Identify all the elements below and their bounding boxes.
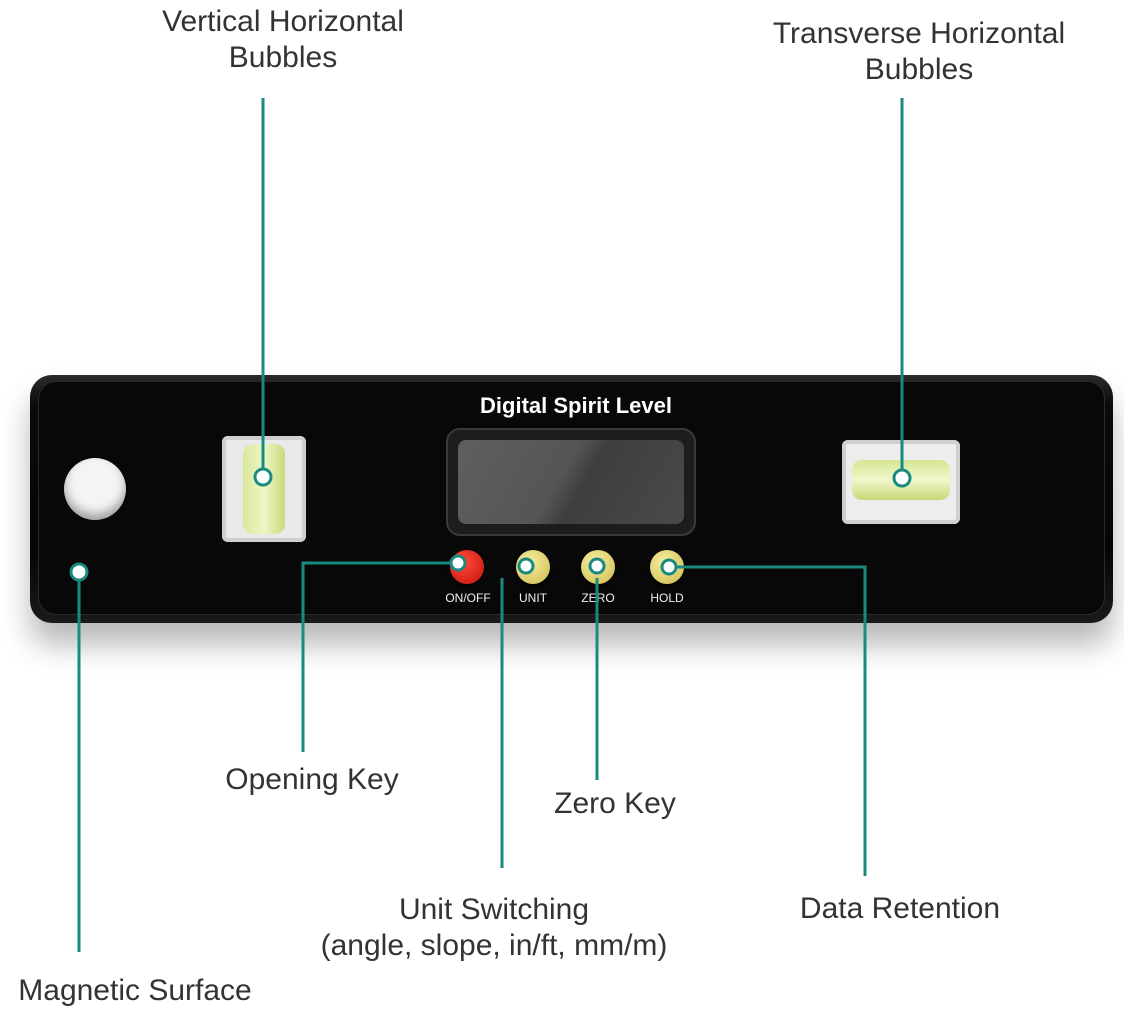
callout-unit-switching-line2: (angle, slope, in/ft, mm/m) <box>320 929 668 962</box>
callout-vertical-bubbles: Vertical Horizontal Bubbles <box>140 4 426 76</box>
marker-unit-switching <box>517 557 535 575</box>
callout-opening-key: Opening Key <box>225 763 399 796</box>
marker-data-retention <box>660 558 678 576</box>
vertical-bubble-vial <box>222 436 306 542</box>
callout-vertical-bubbles-line1: Vertical Horizontal <box>162 5 404 38</box>
callout-magnetic-surface: Magnetic Surface <box>18 974 252 1007</box>
marker-vertical-bubbles <box>253 467 273 487</box>
marker-transverse-bubbles <box>892 468 912 488</box>
callout-unit-switching: Unit Switching (angle, slope, in/ft, mm/… <box>292 892 696 964</box>
lcd-display <box>446 428 696 536</box>
callout-zero-key: Zero Key <box>554 787 676 820</box>
marker-zero-key <box>588 557 606 575</box>
leader-opening-key <box>301 561 458 752</box>
on-off-label: ON/OFF <box>445 591 491 605</box>
callout-transverse-bubbles: Transverse Horizontal Bubbles <box>745 16 1093 88</box>
callout-unit-switching-line1: Unit Switching <box>398 893 590 926</box>
device-title: Digital Spirit Level <box>480 393 672 418</box>
callout-transverse-bubbles-line1: Transverse Horizontal <box>772 17 1066 50</box>
callout-vertical-bubbles-line2: Bubbles <box>228 41 338 74</box>
hold-label: HOLD <box>650 591 684 605</box>
lcd-screen <box>458 440 684 524</box>
unit-label: UNIT <box>519 591 547 605</box>
marker-magnetic-surface <box>69 562 89 582</box>
leader-data-retention <box>677 565 867 876</box>
mounting-hole <box>64 458 126 520</box>
callout-data-retention: Data Retention <box>799 892 1001 925</box>
callout-transverse-bubbles-line2: Bubbles <box>864 53 974 86</box>
marker-opening-key <box>449 554 467 572</box>
